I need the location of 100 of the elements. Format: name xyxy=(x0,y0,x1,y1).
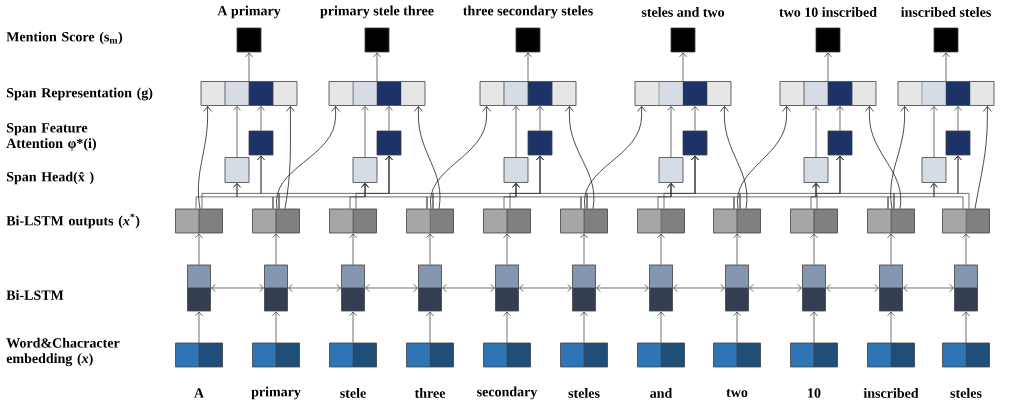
score-box xyxy=(815,27,841,53)
row-label: Bi-LSTM outputs (x$^{*}$) xyxy=(6,213,140,229)
double-arrow xyxy=(903,284,954,292)
output-box xyxy=(175,208,223,234)
arrow xyxy=(657,311,665,343)
bracket-arrow xyxy=(930,183,964,209)
curved-arrow xyxy=(276,106,340,209)
head-box xyxy=(803,157,829,183)
word-label: primary xyxy=(251,386,301,400)
arrow xyxy=(195,311,203,343)
arrow xyxy=(272,233,280,265)
word-label: A xyxy=(194,388,204,398)
arrow xyxy=(195,233,203,265)
word-label: steles xyxy=(568,388,600,398)
span-representation-bar xyxy=(479,81,577,106)
double-arrow xyxy=(826,284,879,292)
lstm-cell xyxy=(341,264,365,312)
arrow xyxy=(962,311,970,343)
lstm-cell xyxy=(418,264,442,312)
lstm-cell xyxy=(649,264,673,312)
span-label: inscribed steles xyxy=(901,7,991,17)
curved-arrow xyxy=(414,106,441,209)
attention-box xyxy=(945,130,971,156)
double-arrow xyxy=(519,284,572,292)
arrow xyxy=(962,233,970,265)
row-label: Bi-LSTM xyxy=(6,290,64,300)
arrow xyxy=(679,52,687,82)
curved-arrow xyxy=(584,106,646,209)
span-representation-bar xyxy=(779,81,877,106)
row-label: Span Head(x̂ ) xyxy=(6,171,94,185)
arrow xyxy=(942,52,950,82)
output-box xyxy=(942,208,990,234)
embedding-box xyxy=(329,342,377,368)
lstm-cell xyxy=(187,264,211,312)
arrow xyxy=(257,106,265,131)
score-box xyxy=(364,27,390,53)
curved-arrow xyxy=(198,106,212,209)
word-label: steles xyxy=(950,388,982,398)
score-box xyxy=(515,27,541,53)
arrow xyxy=(657,233,665,265)
span-representation-bar xyxy=(328,81,426,106)
span-label: steles and two xyxy=(641,7,725,17)
double-arrow xyxy=(673,284,725,292)
output-box xyxy=(560,208,608,234)
embedding-box xyxy=(406,342,454,368)
curved-arrow xyxy=(865,106,902,209)
curved-arrow xyxy=(720,106,748,209)
arrow xyxy=(887,233,895,265)
curved-arrow xyxy=(565,106,595,209)
head-box xyxy=(352,157,378,183)
arrow xyxy=(733,311,741,343)
row-label: Span Feature Attention φ*(i) xyxy=(6,123,96,151)
curved-arrow xyxy=(284,106,295,209)
double-arrow xyxy=(365,284,418,292)
span-label: three secondary steles xyxy=(463,5,593,19)
attention-box xyxy=(827,130,853,156)
embedding-box xyxy=(175,342,223,368)
double-arrow xyxy=(288,284,341,292)
embedding-box xyxy=(637,342,685,368)
bracket-arrow xyxy=(954,155,970,209)
span-label: two 10 inscribed xyxy=(779,7,877,17)
word-label: two xyxy=(726,388,748,397)
arrow xyxy=(733,233,741,265)
arrow xyxy=(524,52,532,82)
output-box xyxy=(406,208,454,234)
curved-arrow xyxy=(890,106,909,209)
word-label: and xyxy=(650,388,673,398)
attention-box xyxy=(682,130,708,156)
row-label: Mention Score (s$_{m}$) xyxy=(6,31,123,45)
output-box xyxy=(790,208,838,234)
curved-arrow xyxy=(737,106,791,209)
embedding-box xyxy=(560,342,608,368)
arrow xyxy=(426,233,434,265)
lstm-cell xyxy=(495,264,519,312)
lstm-cell xyxy=(802,264,826,312)
span-representation-bar xyxy=(200,81,298,106)
output-box xyxy=(483,208,531,234)
arrow xyxy=(426,311,434,343)
arrow xyxy=(580,233,588,265)
arrow xyxy=(349,233,357,265)
lstm-cell xyxy=(879,264,903,312)
word-label: inscribed xyxy=(863,388,919,398)
arrow xyxy=(385,106,393,131)
embedding-box xyxy=(252,342,300,368)
arrow xyxy=(810,233,818,265)
word-label: 10 xyxy=(808,388,821,398)
attention-box xyxy=(376,130,402,156)
double-arrow xyxy=(596,284,649,292)
embedding-box xyxy=(483,342,531,368)
embedding-box xyxy=(867,342,915,368)
arrow xyxy=(503,311,511,343)
arrow xyxy=(536,106,544,131)
embedding-box xyxy=(790,342,838,368)
word-label: stele xyxy=(340,388,366,398)
row-label: Span Representation (g) xyxy=(6,87,153,101)
output-box xyxy=(637,208,685,234)
head-box xyxy=(503,157,529,183)
lstm-cell xyxy=(572,264,596,312)
lstm-cell xyxy=(954,264,978,312)
arrow xyxy=(349,311,357,343)
